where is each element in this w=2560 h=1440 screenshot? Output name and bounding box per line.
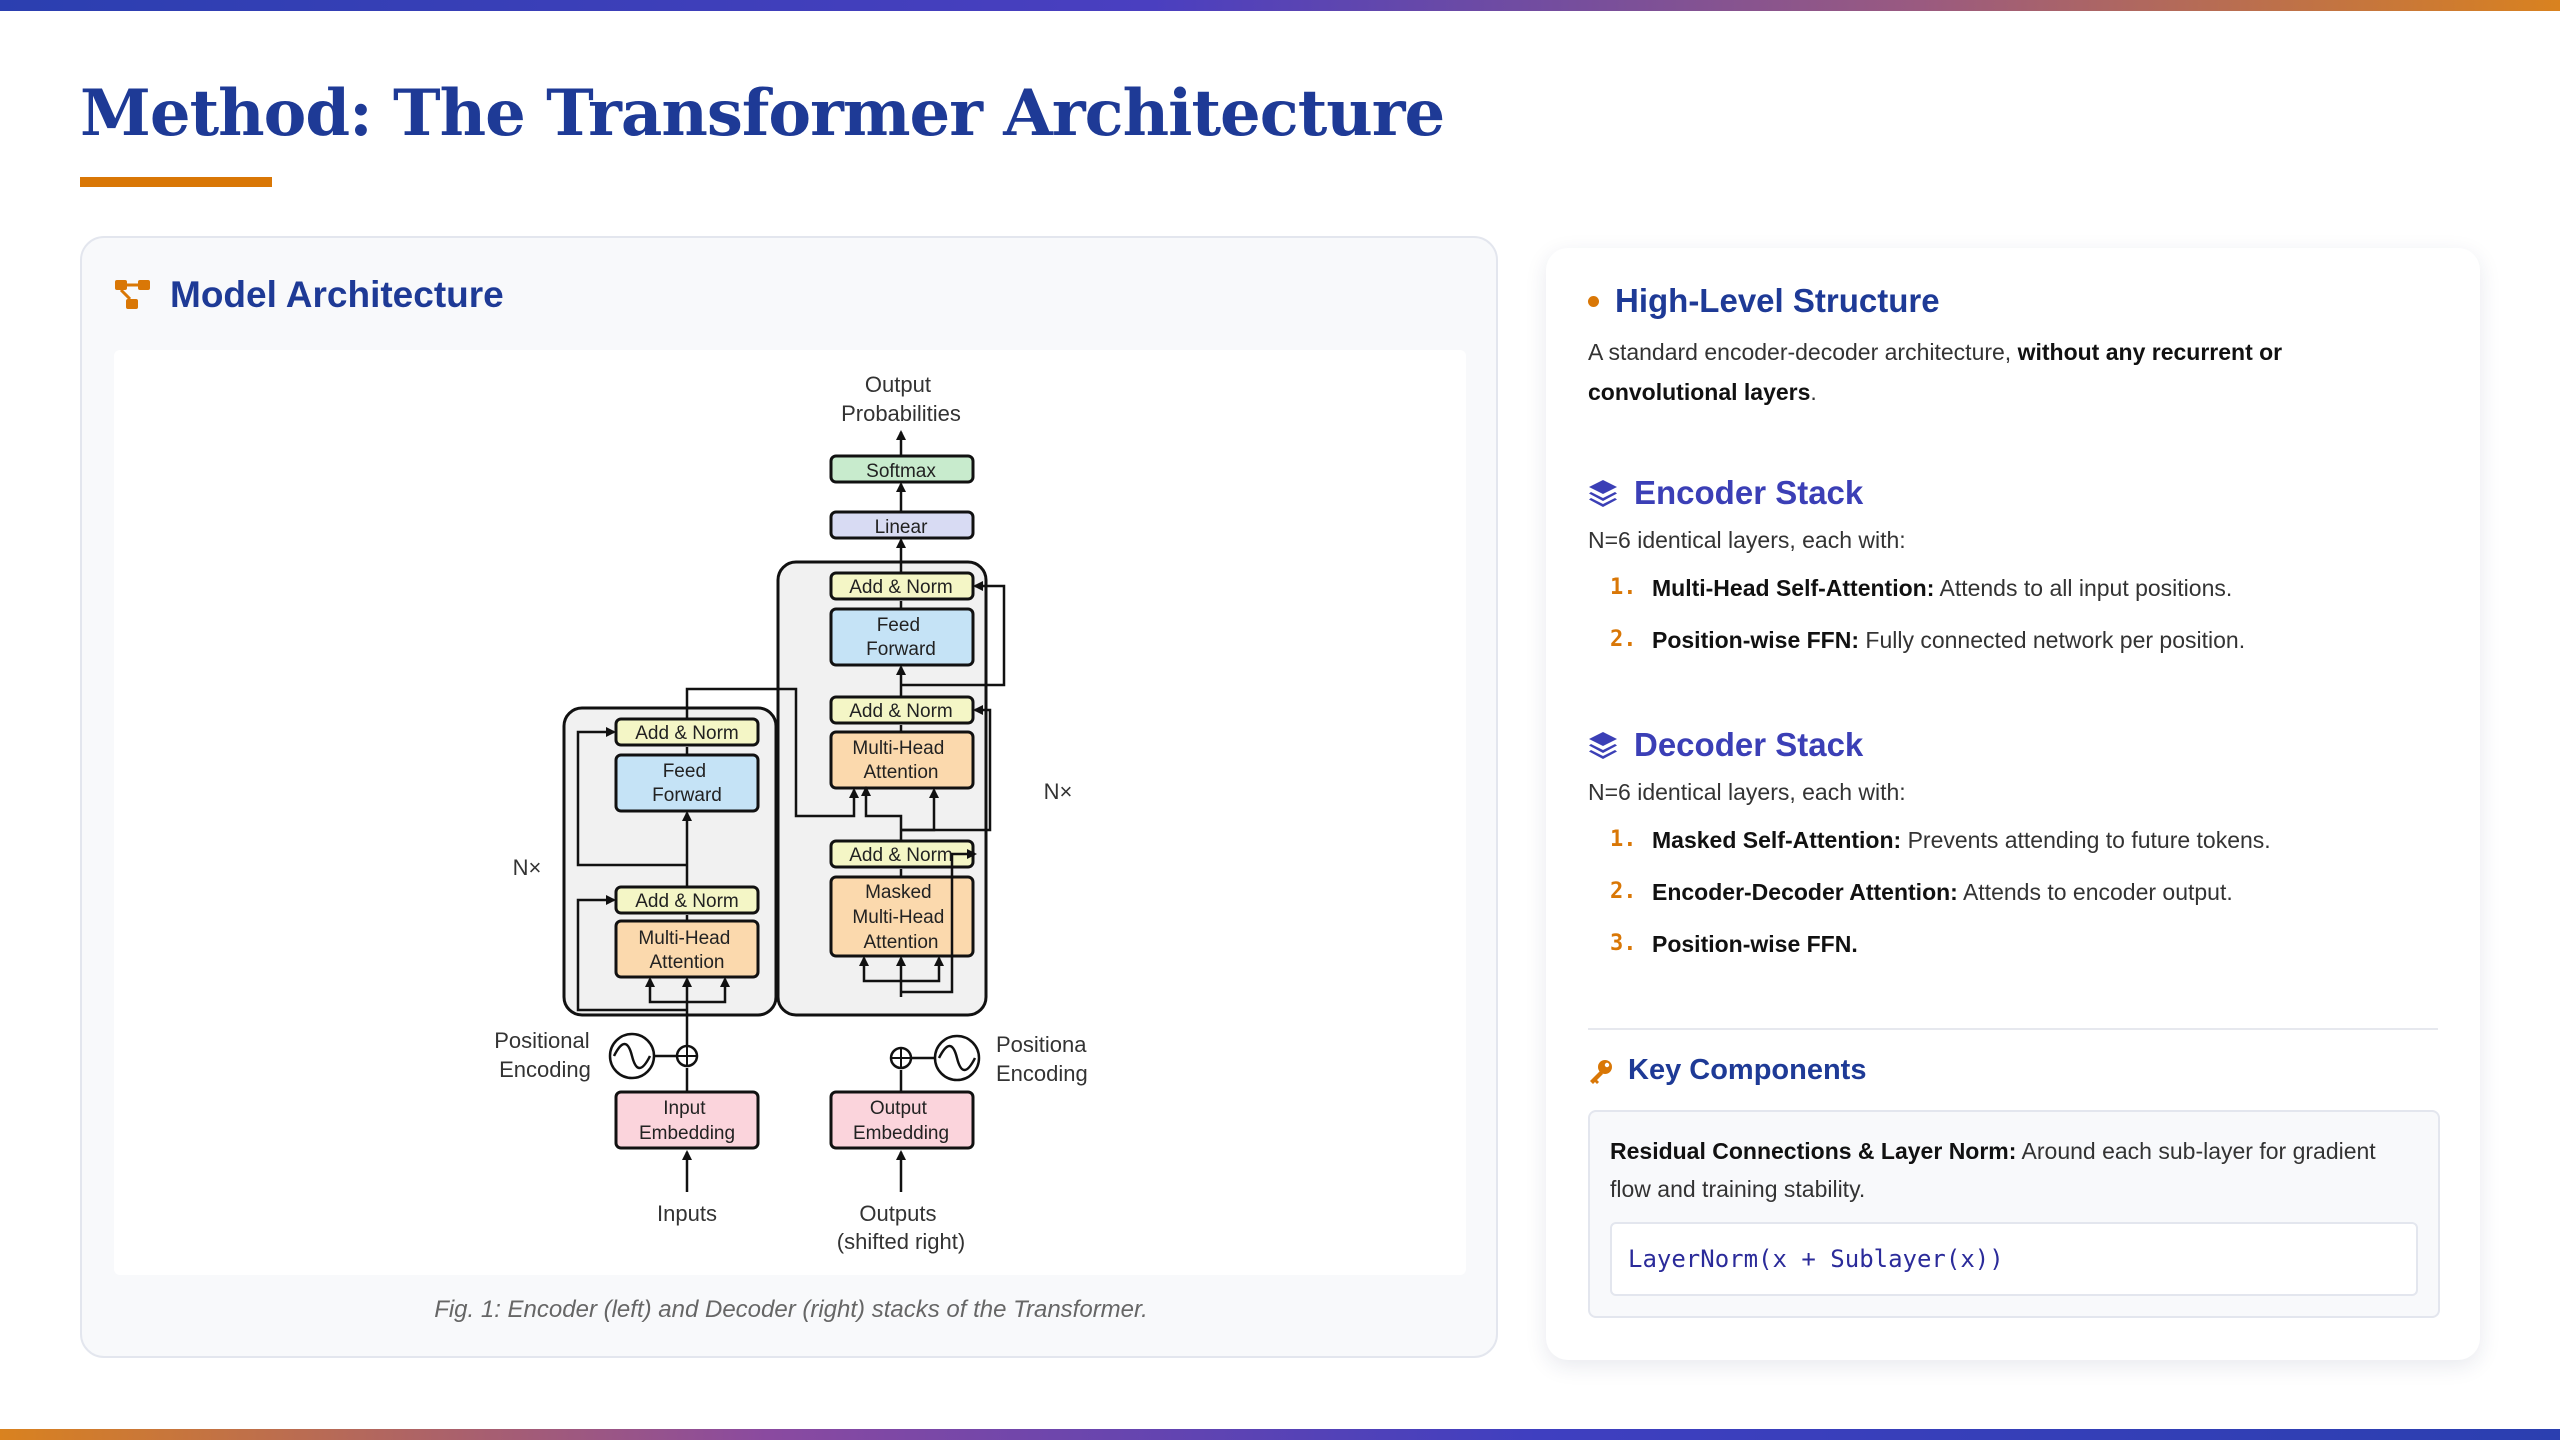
softmax-label: Softmax	[866, 461, 936, 482]
inputs-label: Inputs	[657, 1201, 717, 1226]
top-accent-bar	[0, 0, 2560, 11]
list-item: 1.Masked Self-Attention: Prevents attend…	[1610, 827, 2271, 853]
model-architecture-card: Model Architecture Output Probabilities …	[80, 236, 1498, 1358]
encoder-title: Encoder Stack	[1634, 474, 1864, 511]
encoder-add-norm-1	[614, 885, 760, 915]
decoder-positional-label-2: Encoding	[996, 1061, 1088, 1086]
encoder-feed-forward-label-2: Forward	[652, 785, 722, 806]
transformer-diagram: Output Probabilities Softmax Linear Add …	[494, 372, 1093, 1254]
key-icon	[1590, 1059, 1612, 1084]
svg-text:Output Probabilities: Output Probabilities	[841, 372, 961, 426]
decoder-title: Decoder Stack	[1634, 726, 1864, 763]
svg-text:Outputs (shifted right: Outputs (shifted right)	[837, 1201, 965, 1254]
svg-text:Multi-Head Attention: Multi-Head Attention	[852, 738, 949, 783]
residual-description: Residual Connections & Layer Norm: Aroun…	[1610, 1138, 2376, 1202]
diagram-project-icon	[115, 280, 150, 309]
decoder-cross-attention-label-2: Attention	[864, 762, 939, 783]
bottom-accent-bar	[0, 1429, 2560, 1440]
page-title: Method: The Transformer Architecture	[80, 76, 1445, 151]
list-item: 2.Position-wise FFN: Fully connected net…	[1610, 627, 2246, 653]
masked-attention-label-2: Multi-Head	[852, 907, 944, 928]
list-item: 1.Multi-Head Self-Attention: Attends to …	[1610, 575, 2233, 601]
title-underline	[80, 177, 272, 187]
layer-group-icon	[1589, 732, 1617, 759]
encoder-positional-label: Positional	[494, 1028, 589, 1053]
model-architecture-header: Model Architecture	[114, 274, 504, 316]
encoder-attention-label: Multi-Head	[638, 928, 730, 949]
encoder-section: Encoder Stack N=6 identical layers, each…	[1588, 474, 2438, 674]
output-embedding-label: Output	[870, 1098, 928, 1119]
svg-text:Positional Encoding: Positional Encoding	[494, 1028, 596, 1082]
output-embedding-block	[829, 1090, 975, 1150]
encoder-list: 1.Multi-Head Self-Attention: Attends to …	[1588, 570, 2438, 658]
outputs-label-2: (shifted right)	[837, 1229, 965, 1254]
decoder-add-norm-2-label: Add & Norm	[849, 701, 952, 722]
outputs-label: Outputs	[859, 1201, 936, 1226]
decoder-add-norm-3-label: Add & Norm	[849, 577, 952, 598]
input-embedding-block	[614, 1090, 760, 1150]
masked-attention-label-1: Masked	[865, 882, 932, 903]
svg-text:Feed Forward: Feed Forward	[652, 761, 722, 806]
decoder-feed-forward-label-2: Forward	[866, 639, 936, 660]
decoder-list: 1.Masked Self-Attention: Prevents attend…	[1588, 822, 2438, 962]
input-embedding-label: Input	[663, 1098, 706, 1119]
encoder-attention-label-2: Attention	[650, 952, 725, 973]
svg-text:Output Embedding: Output Embedding	[853, 1098, 949, 1144]
output-probabilities-label-2: Probabilities	[841, 401, 961, 426]
key-components-title: Key Components	[1628, 1054, 1867, 1086]
encoder-add-norm-1-label: Add & Norm	[635, 891, 738, 912]
encoder-nx-label: N×	[513, 855, 542, 880]
bullet-dot-icon	[1588, 295, 1599, 307]
list-item: 2.Encoder-Decoder Attention: Attends to …	[1610, 879, 2233, 905]
svg-text:Masked Multi-Head: Masked Multi-Head Attention	[852, 882, 949, 953]
decoder-section: Decoder Stack N=6 identical layers, each…	[1588, 726, 2438, 978]
encoder-intro: N=6 identical layers, each with:	[1588, 527, 1906, 553]
list-item: 3.Position-wise FFN.	[1610, 931, 1858, 957]
high-level-text: A standard encoder-decoder architecture,…	[1588, 339, 2283, 405]
svg-text:Input Embedding: Input Embedding	[639, 1098, 735, 1144]
transformer-diagram-panel: Output Probabilities Softmax Linear Add …	[114, 350, 1466, 1275]
method-details-card: High-Level Structure A standard encoder-…	[1546, 248, 2480, 1360]
key-components-header: Key Components	[1588, 1054, 2438, 1087]
decoder-positional-label: Positiona	[996, 1032, 1087, 1057]
encoder-positional-label-2: Encoding	[499, 1057, 591, 1082]
figure-caption: Fig. 1: Encoder (left) and Decoder (righ…	[434, 1296, 1148, 1323]
high-level-title: High-Level Structure	[1615, 282, 1940, 319]
layernorm-code: LayerNorm(x + Sublayer(x))	[1610, 1222, 2418, 1296]
layer-group-icon	[1589, 480, 1617, 507]
svg-text:Feed Forward: Feed Forward	[866, 615, 936, 660]
masked-attention-label-3: Attention	[864, 932, 939, 953]
svg-text:Multi-Head Attention: Multi-Head Attention	[638, 928, 735, 973]
model-architecture-title: Model Architecture	[170, 274, 504, 315]
decoder-cross-attention-label: Multi-Head	[852, 738, 944, 759]
decoder-feed-forward-label: Feed	[877, 615, 920, 636]
input-embedding-label-2: Embedding	[639, 1123, 735, 1144]
section-divider	[1588, 1028, 2438, 1030]
encoder-feed-forward-label: Feed	[663, 761, 706, 782]
decoder-intro: N=6 identical layers, each with:	[1588, 779, 1906, 805]
decoder-add-norm-1-label: Add & Norm	[849, 845, 952, 866]
svg-text:Positiona Encoding: Positiona Encoding	[996, 1032, 1093, 1086]
linear-label: Linear	[875, 517, 928, 538]
output-probabilities-label: Output	[865, 372, 931, 397]
output-embedding-label-2: Embedding	[853, 1123, 949, 1144]
encoder-add-norm-2-label: Add & Norm	[635, 723, 738, 744]
high-level-section: High-Level Structure A standard encoder-…	[1588, 282, 2438, 412]
key-components-box: Residual Connections & Layer Norm: Aroun…	[1588, 1110, 2440, 1318]
decoder-nx-label: N×	[1044, 779, 1073, 804]
